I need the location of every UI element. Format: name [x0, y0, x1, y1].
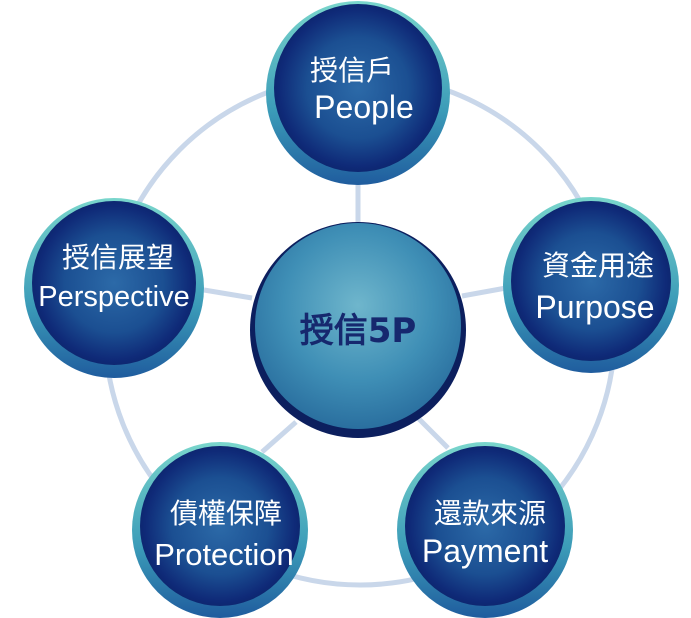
spoke-perspective: [203, 287, 253, 301]
node-people-en: People: [314, 89, 414, 125]
spoke-protection: [260, 420, 298, 454]
node-perspective: 授信展望 Perspective: [24, 198, 204, 378]
center-node: 授信5P: [250, 222, 466, 438]
spoke-purpose: [461, 285, 507, 299]
center-label: 授信5P: [300, 311, 417, 351]
node-payment-zh: 還款來源: [434, 497, 546, 530]
node-protection-zh: 債權保障: [170, 497, 282, 530]
node-payment: 還款來源 Payment: [397, 442, 573, 618]
node-purpose-en: Purpose: [535, 289, 654, 325]
spokes: [203, 178, 507, 454]
node-protection-en: Protection: [154, 537, 294, 572]
node-protection: 債權保障 Protection: [132, 442, 308, 618]
node-purpose-zh: 資金用途: [542, 249, 654, 282]
node-purpose: 資金用途 Purpose: [503, 197, 679, 373]
node-people: 授信戶 People: [266, 1, 450, 185]
node-perspective-en: Perspective: [38, 281, 190, 313]
spoke-payment: [416, 416, 450, 450]
node-perspective-zh: 授信展望: [62, 241, 174, 274]
node-people-zh: 授信戶: [310, 54, 394, 87]
node-payment-en: Payment: [422, 533, 548, 569]
